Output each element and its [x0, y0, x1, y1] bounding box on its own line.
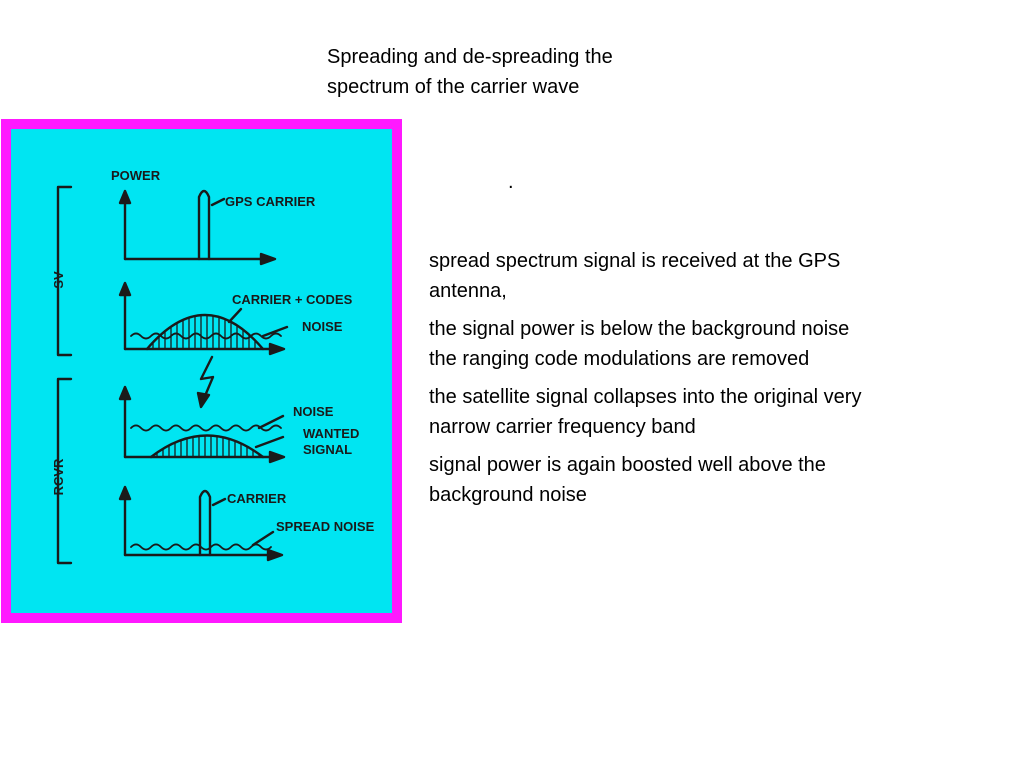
axis-arrow-icon	[268, 450, 286, 464]
label-noise: NOISE	[293, 404, 334, 419]
lightning-arrow-icon	[196, 391, 211, 409]
slide-title: Spreading and de-spreading the spectrum …	[327, 42, 747, 102]
leader-line	[251, 530, 275, 547]
leader-line	[211, 497, 227, 507]
label-sv: SV	[51, 271, 66, 289]
explanation-text: spread spectrum signal is received at th…	[429, 246, 1009, 518]
leader-line	[257, 414, 285, 430]
noise-floor	[130, 424, 282, 432]
paragraph-received: spread spectrum signal is received at th…	[429, 246, 1009, 306]
panel-carrier-spread-noise	[118, 485, 284, 562]
label-gps-carrier: GPS CARRIER	[225, 194, 316, 209]
paragraph-line: background noise	[429, 484, 587, 506]
diagram-background	[11, 129, 392, 613]
axis-arrow-icon	[259, 252, 277, 266]
paragraph-line: the satellite signal collapses into the …	[429, 386, 862, 408]
axis-arrow-icon	[118, 385, 132, 401]
spread-spectrum-diagram: POWER GPS CARRIER CARRIER + CODES NOISE …	[1, 119, 402, 623]
label-spread-noise: SPREAD NOISE	[276, 519, 375, 534]
axis-arrow-icon	[118, 281, 132, 297]
paragraph-boosted: signal power is again boosted well above…	[429, 450, 1009, 510]
panel-wanted-signal	[118, 385, 286, 464]
label-power: POWER	[111, 168, 161, 183]
rcvr-bracket	[56, 377, 73, 565]
axis-arrow-icon	[266, 548, 284, 562]
signal-hatching	[156, 435, 260, 457]
label-carrier-codes: CARRIER + CODES	[232, 292, 353, 307]
diagram-svg: POWER GPS CARRIER CARRIER + CODES NOISE …	[1, 119, 402, 623]
panel-gps-carrier	[118, 189, 277, 266]
leader-line	[227, 307, 243, 324]
label-carrier: CARRIER	[227, 491, 287, 506]
label-signal: SIGNAL	[303, 442, 352, 457]
noise-floor	[130, 332, 282, 340]
paragraph-line: antenna,	[429, 280, 507, 302]
leader-line	[254, 435, 285, 449]
paragraph-below-noise: the signal power is below the background…	[429, 314, 1009, 374]
title-line-1: Spreading and de-spreading the	[327, 46, 613, 68]
paragraph-line: narrow carrier frequency band	[429, 416, 696, 438]
leader-line	[210, 197, 226, 207]
panel-carrier-codes	[118, 281, 289, 356]
paragraph-line: the ranging code modulations are removed	[429, 348, 810, 370]
paragraph-collapses: the satellite signal collapses into the …	[429, 382, 1009, 442]
axis-arrow-icon	[268, 342, 286, 356]
leader-line	[261, 325, 289, 338]
noise-floor	[130, 543, 272, 551]
paragraph-line: spread spectrum signal is received at th…	[429, 250, 841, 272]
title-line-2: spectrum of the carrier wave	[327, 76, 580, 98]
carrier-spike	[198, 489, 212, 557]
label-rcvr: RCVR	[51, 458, 66, 495]
despread-arrow	[199, 355, 215, 405]
carrier-spike	[197, 189, 211, 261]
label-wanted: WANTED	[303, 426, 359, 441]
stray-dot: .	[508, 171, 514, 193]
label-noise: NOISE	[302, 319, 343, 334]
paragraph-line: signal power is again boosted well above…	[429, 454, 826, 476]
axis-arrow-icon	[118, 189, 132, 205]
sv-bracket	[56, 185, 73, 357]
wanted-signal-hump	[149, 434, 265, 459]
signal-hatching	[152, 315, 262, 349]
axis-arrow-icon	[118, 485, 132, 501]
paragraph-line: the signal power is below the background…	[429, 318, 850, 340]
